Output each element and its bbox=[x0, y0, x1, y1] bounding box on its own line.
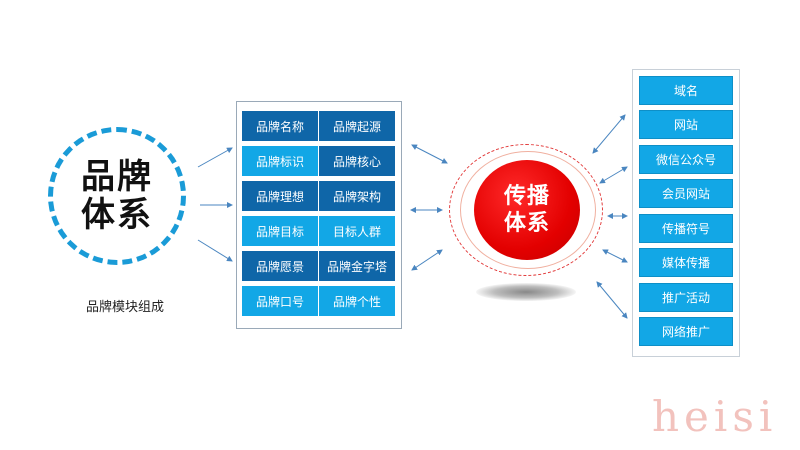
spread-system-title: 传播体系 bbox=[503, 184, 550, 236]
channel-item: 传播符号 bbox=[639, 214, 733, 243]
brand-modules-caption: 品牌模块组成 bbox=[85, 300, 164, 315]
module-cell: 品牌名称 bbox=[242, 111, 318, 141]
module-cell: 品牌目标 bbox=[242, 216, 318, 246]
channel-item: 网络推广 bbox=[639, 317, 733, 346]
channel-item: 媒体传播 bbox=[639, 248, 733, 277]
module-cell: 目标人群 bbox=[319, 216, 395, 246]
module-cell: 品牌起源 bbox=[319, 111, 395, 141]
channel-item: 推广活动 bbox=[639, 283, 733, 312]
spread-ring-outer bbox=[449, 144, 603, 276]
channel-item: 微信公众号 bbox=[639, 145, 733, 174]
module-cell: 品牌标识 bbox=[242, 146, 318, 176]
arrow-spread-channels-1 bbox=[592, 114, 626, 154]
arrow-modules-spread-bottom bbox=[411, 249, 443, 271]
module-cell: 品牌架构 bbox=[319, 181, 395, 211]
arrow-spread-channels-5 bbox=[596, 281, 628, 319]
spread-ring-inner bbox=[460, 151, 596, 269]
spread-system-circle: 传播体系 bbox=[474, 160, 580, 260]
module-cell: 品牌核心 bbox=[319, 146, 395, 176]
brand-system-circle: 品牌体系 bbox=[48, 127, 186, 265]
channel-item: 网站 bbox=[639, 110, 733, 139]
module-cell: 品牌口号 bbox=[242, 286, 318, 316]
spread-shadow bbox=[476, 283, 576, 301]
arrow-brand-to-modules-top bbox=[197, 147, 233, 168]
arrow-modules-spread-top bbox=[411, 144, 448, 164]
arrow-brand-to-modules-bottom bbox=[197, 239, 233, 262]
module-cell: 品牌金字塔 bbox=[319, 251, 395, 281]
module-cell: 品牌理想 bbox=[242, 181, 318, 211]
channel-item: 会员网站 bbox=[639, 179, 733, 208]
arrow-spread-channels-2 bbox=[599, 166, 628, 184]
channel-item: 域名 bbox=[639, 76, 733, 105]
channels-panel: 域名 网站 微信公众号 会员网站 传播符号 媒体传播 推广活动 网络推广 bbox=[632, 69, 740, 357]
brand-modules-panel: 品牌名称 品牌起源 品牌标识 品牌核心 品牌理想 品牌架构 品牌目标 目标人群 … bbox=[236, 101, 402, 329]
module-cell: 品牌愿景 bbox=[242, 251, 318, 281]
watermark-text: heisi bbox=[652, 392, 778, 441]
brand-system-title: 品牌体系 bbox=[81, 157, 153, 235]
module-cell: 品牌个性 bbox=[319, 286, 395, 316]
arrow-spread-channels-4 bbox=[602, 249, 628, 263]
